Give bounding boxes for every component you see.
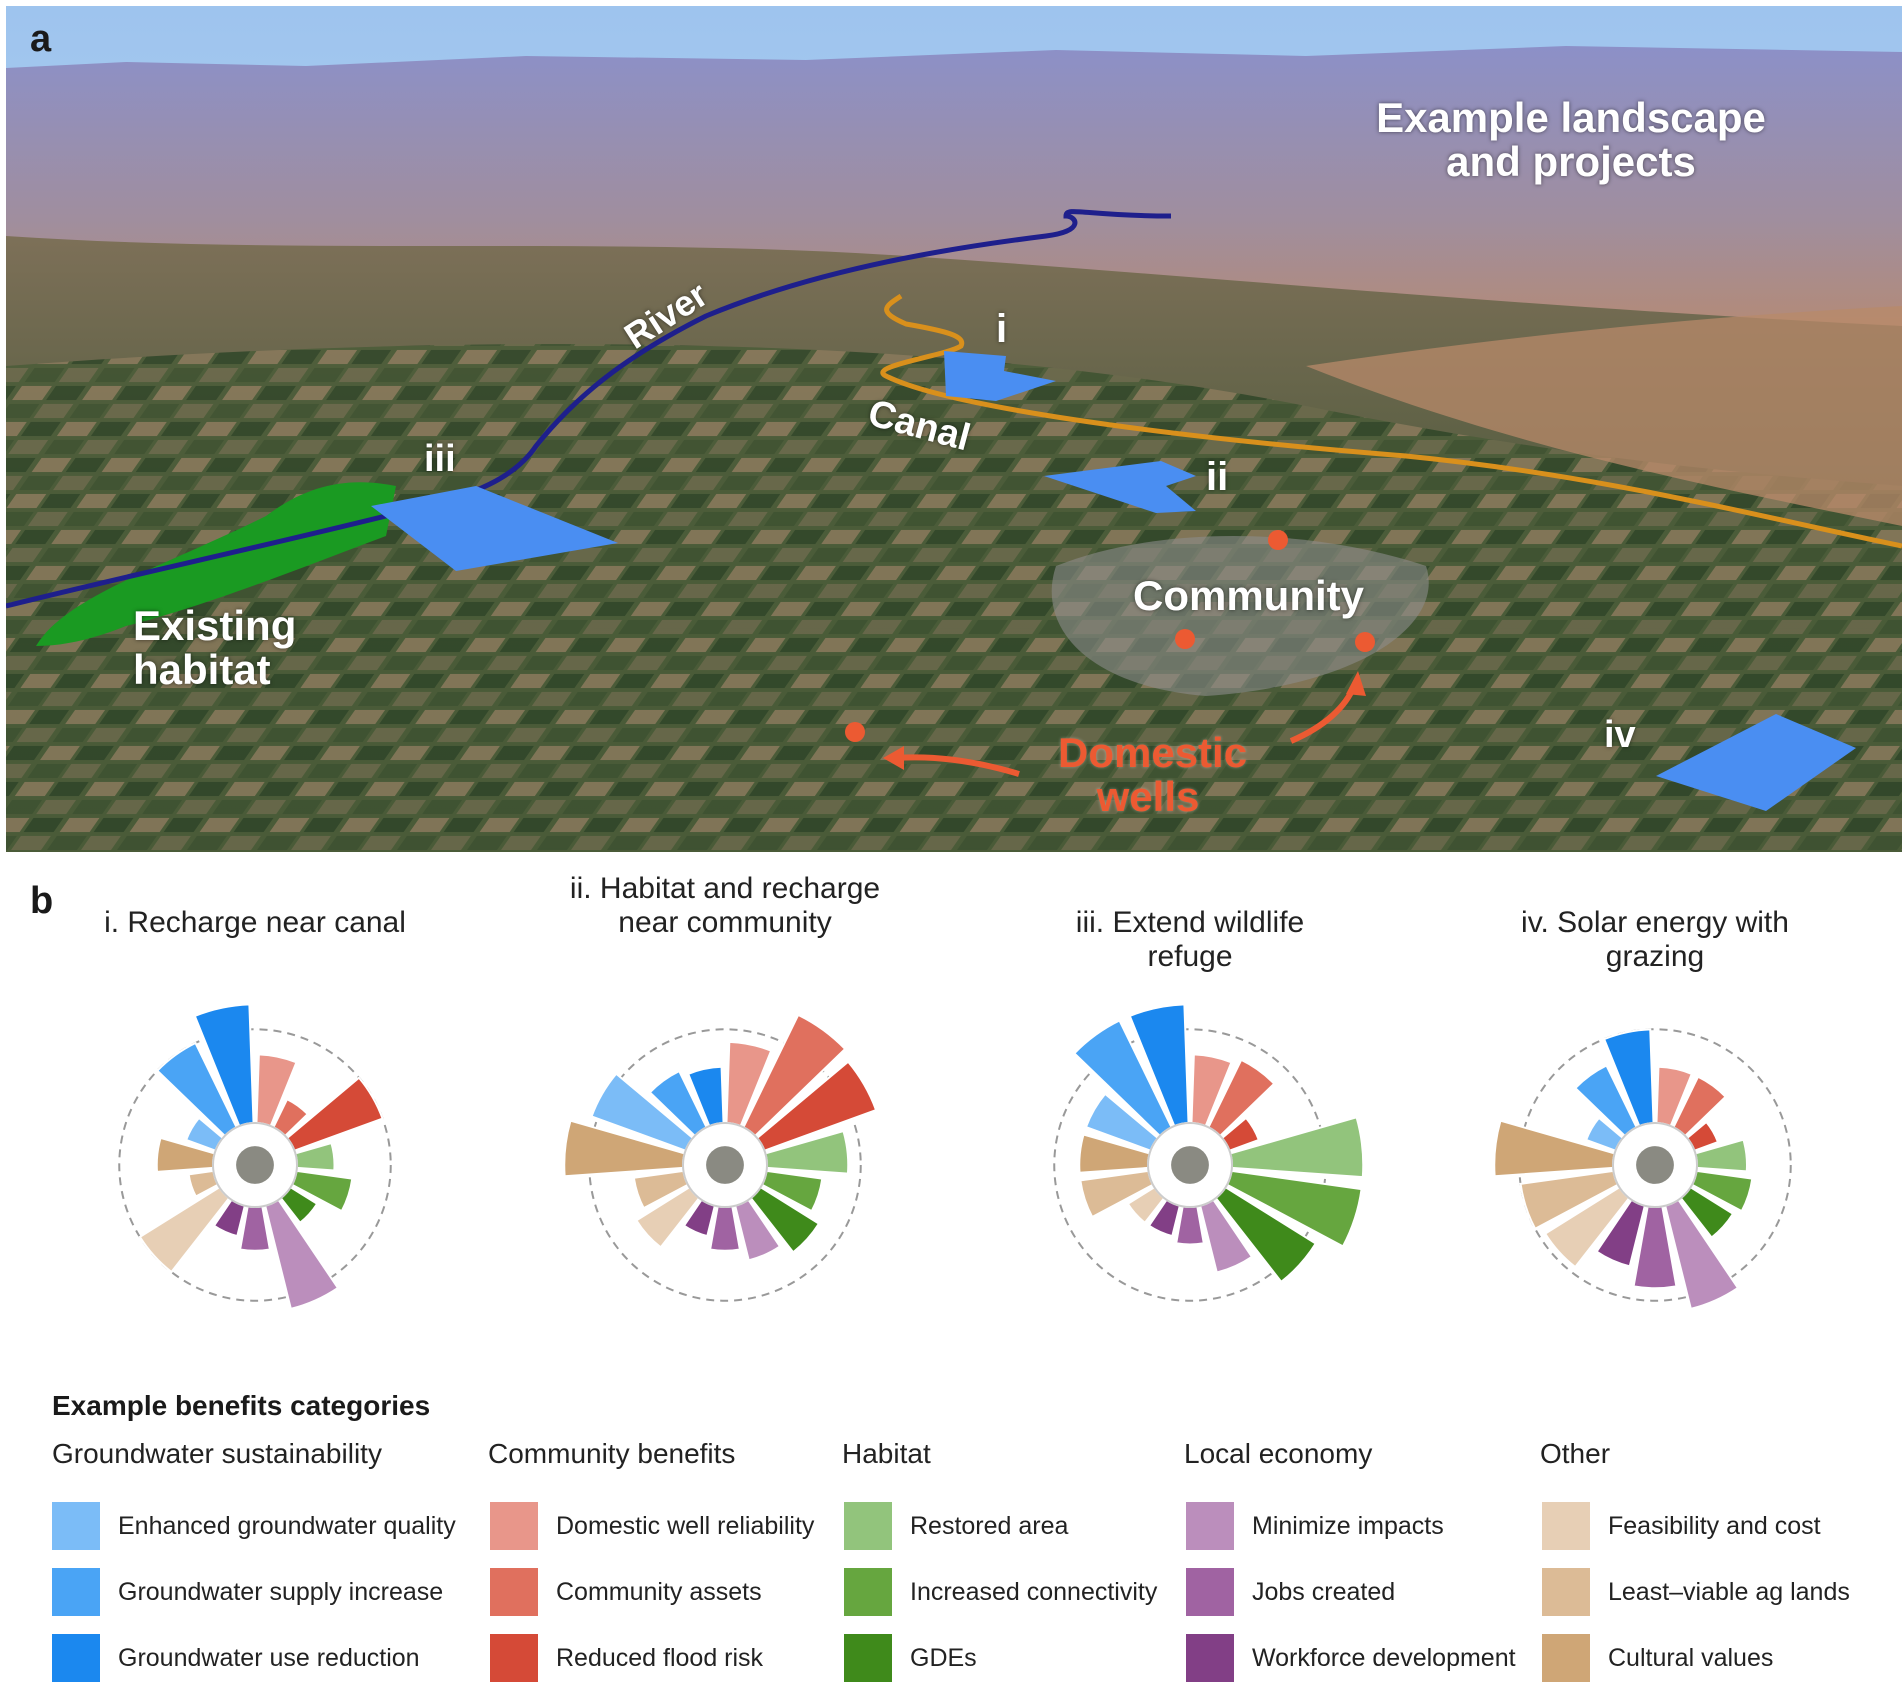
legend-swatch (1542, 1634, 1590, 1682)
legend-swatch (52, 1634, 100, 1682)
center-dot (706, 1146, 744, 1184)
legend-label: Workforce development (1252, 1644, 1516, 1672)
rose-chart-i (118, 1003, 392, 1311)
benefits-panel: b i. Recharge near canal ii. Habitat and… (0, 870, 1902, 1692)
legend-group-community: Community benefits (488, 1438, 736, 1469)
panel-b-letter: b (30, 880, 54, 922)
rose-title-i: i. Recharge near canal (104, 906, 406, 939)
legend-swatch (52, 1568, 100, 1616)
rose-bar (708, 1205, 742, 1252)
landscape-image (6, 6, 1902, 852)
legend-label: Restored area (910, 1512, 1069, 1540)
rose-title-iv: iv. Solar energy with grazing (1521, 906, 1789, 973)
legend-swatch (844, 1502, 892, 1550)
legend-group-groundwater: Groundwater sustainability (52, 1438, 382, 1469)
center-dot (236, 1146, 274, 1184)
rose-bar (238, 1205, 272, 1252)
community-label: Community (1133, 572, 1364, 619)
legend-group-other: Other (1540, 1438, 1611, 1469)
center-dot (1171, 1146, 1209, 1184)
legend-swatch (490, 1568, 538, 1616)
rose-bar (1175, 1205, 1205, 1246)
legend-label: Increased connectivity (910, 1578, 1158, 1606)
reference-ring (118, 1028, 392, 1302)
legend-swatch (844, 1568, 892, 1616)
domestic-wells-label: Domestic wells (1058, 729, 1248, 821)
site-ii-label: ii (1206, 455, 1229, 499)
site-iii-label: iii (424, 438, 456, 480)
legend-label: Jobs created (1252, 1578, 1396, 1606)
legend-swatch (844, 1634, 892, 1682)
legend-swatch (1542, 1568, 1590, 1616)
legend-label: Enhanced groundwater quality (118, 1512, 456, 1540)
legend-swatch (1186, 1568, 1234, 1616)
legend-swatch (1542, 1502, 1590, 1550)
legend-label: Cultural values (1608, 1644, 1774, 1672)
legend-swatch (1186, 1634, 1234, 1682)
legend-label: Community assets (556, 1578, 762, 1606)
rose-title-ii: ii. Habitat and recharge near community (569, 872, 881, 939)
legend-label: Minimize impacts (1252, 1512, 1444, 1540)
legend-heading: Example benefits categories (52, 1390, 431, 1421)
site-iv-label: iv (1604, 714, 1636, 756)
rose-chart-iv (1493, 1028, 1792, 1311)
legend-label: Domestic well reliability (556, 1512, 815, 1540)
legend-swatch (490, 1634, 538, 1682)
center-dot (1636, 1146, 1674, 1184)
legend-label: Reduced flood risk (556, 1644, 764, 1672)
landscape-panel: Example landscape and projects River Can… (6, 6, 1902, 852)
legend-label: GDEs (910, 1644, 977, 1672)
rose-chart-iii (1053, 1003, 1365, 1302)
legend-label: Groundwater supply increase (118, 1578, 444, 1606)
legend-group-local-economy: Local economy (1184, 1438, 1373, 1469)
legend-label: Feasibility and cost (1608, 1512, 1821, 1540)
rose-chart-ii (563, 1013, 878, 1302)
legend-swatch (490, 1502, 538, 1550)
legend-label: Least–viable ag lands (1608, 1578, 1850, 1606)
legend-group-habitat: Habitat (842, 1438, 931, 1469)
existing-habitat-label: Existing habitat (133, 602, 297, 694)
legend-swatch (52, 1502, 100, 1550)
landscape-title: Example landscape and projects (1376, 94, 1766, 186)
rose-title-iii: iii. Extend wildlife refuge (1075, 906, 1305, 973)
panel-a-letter: a (30, 18, 52, 60)
legend-label: Groundwater use reduction (118, 1644, 420, 1672)
site-i-label: i (996, 307, 1008, 351)
rose-bar (138, 1185, 231, 1274)
legend-swatch (1186, 1502, 1234, 1550)
